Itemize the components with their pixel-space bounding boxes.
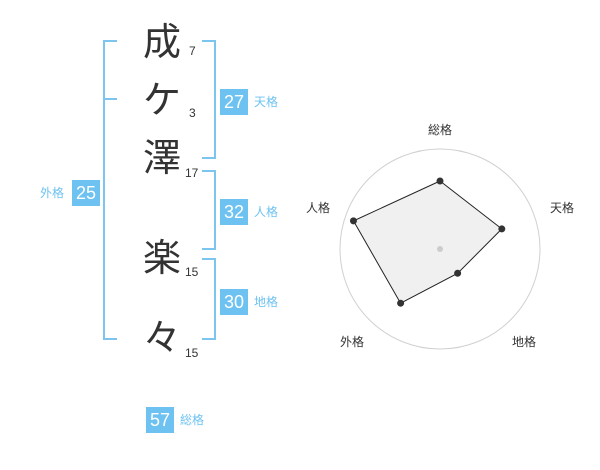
radar-point <box>397 299 405 307</box>
axis-label-gaikaku: 外格 <box>340 334 364 349</box>
radar-shape <box>352 180 503 304</box>
stroke-count-5: 15 <box>185 346 199 360</box>
name-char-5: 々 <box>142 316 181 360</box>
stroke-count-2: 3 <box>189 106 196 120</box>
name-char-2: ケ <box>142 78 181 122</box>
axis-label-chikaku: 地格 <box>512 334 536 349</box>
radar-center <box>437 246 443 252</box>
stroke-count-1: 7 <box>189 44 196 58</box>
axis-label-soukaku: 総格 <box>428 122 452 137</box>
gaikaku-label: 外格 <box>40 186 65 200</box>
stroke-count-4: 15 <box>185 265 199 279</box>
gaikaku-score: 25 <box>72 180 100 206</box>
radar-point <box>436 177 444 185</box>
gaikaku-bracket <box>103 40 117 340</box>
jinkaku-bracket <box>202 170 216 250</box>
axis-label-jinkaku: 人格 <box>306 200 330 215</box>
jinkaku-score: 32 <box>220 199 248 225</box>
stroke-count-3: 17 <box>185 166 199 180</box>
chikaku-label: 地格 <box>254 295 279 309</box>
tenkaku-score: 27 <box>220 89 248 115</box>
radar-point <box>349 217 357 225</box>
axis-label-tenkaku: 天格 <box>550 200 574 215</box>
name-char-3: 澤 <box>142 136 181 180</box>
radar-point <box>498 225 506 233</box>
chikaku-score: 30 <box>220 289 248 315</box>
tenkaku-bracket <box>202 40 216 159</box>
radar-point <box>454 269 462 277</box>
jinkaku-label: 人格 <box>254 205 279 219</box>
name-char-1: 成 <box>142 20 181 64</box>
soukaku-label: 総格 <box>180 413 205 427</box>
name-char-4: 楽 <box>142 236 181 280</box>
tenkaku-label: 天格 <box>254 95 279 109</box>
soukaku-score: 57 <box>146 407 174 433</box>
radar-points <box>349 177 506 307</box>
gaikaku-bracket-tick <box>103 98 117 100</box>
chikaku-bracket <box>202 258 216 340</box>
